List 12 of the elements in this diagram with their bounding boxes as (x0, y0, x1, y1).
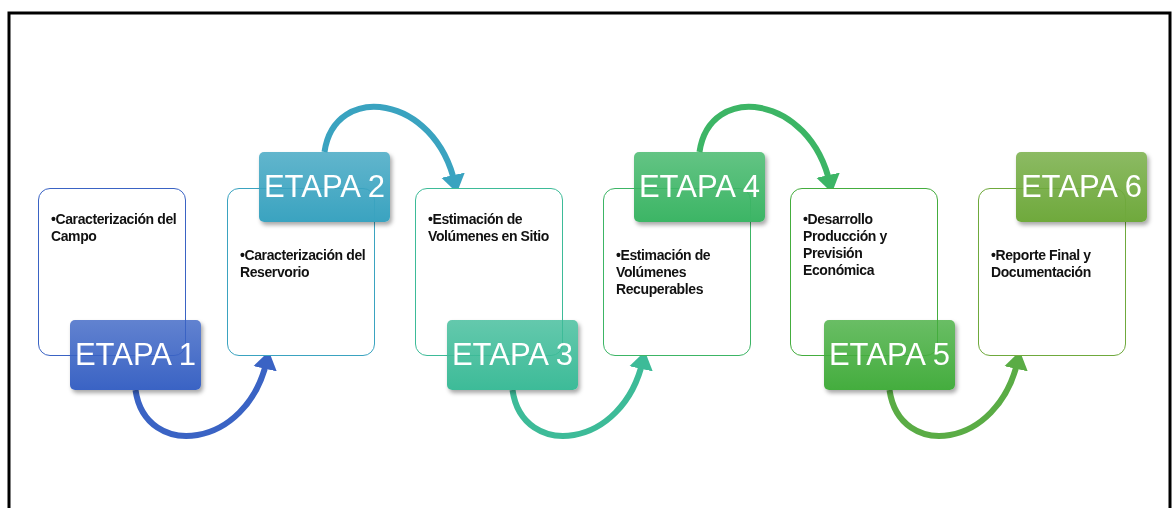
stage-label: ETAPA 4 (634, 152, 765, 222)
stage-label: ETAPA 5 (824, 320, 955, 390)
stage-label: ETAPA 1 (70, 320, 201, 390)
stage-description: •Estimación de Volúmenes en Sitio (428, 211, 550, 245)
stage-label: ETAPA 6 (1016, 152, 1147, 222)
stage-description: •Desarrollo Producción y Previsión Económica (803, 211, 888, 279)
stage-description: •Reporte Final y Documentación (991, 247, 1092, 281)
stage-label: ETAPA 3 (447, 320, 578, 390)
stage-description: •Caracterización del Reservorio (240, 247, 366, 281)
stage-description: •Estimación de Volúmenes Recuperables (616, 247, 712, 298)
stage-label: ETAPA 2 (259, 152, 390, 222)
stage-description: •Caracterización del Campo (51, 211, 177, 245)
